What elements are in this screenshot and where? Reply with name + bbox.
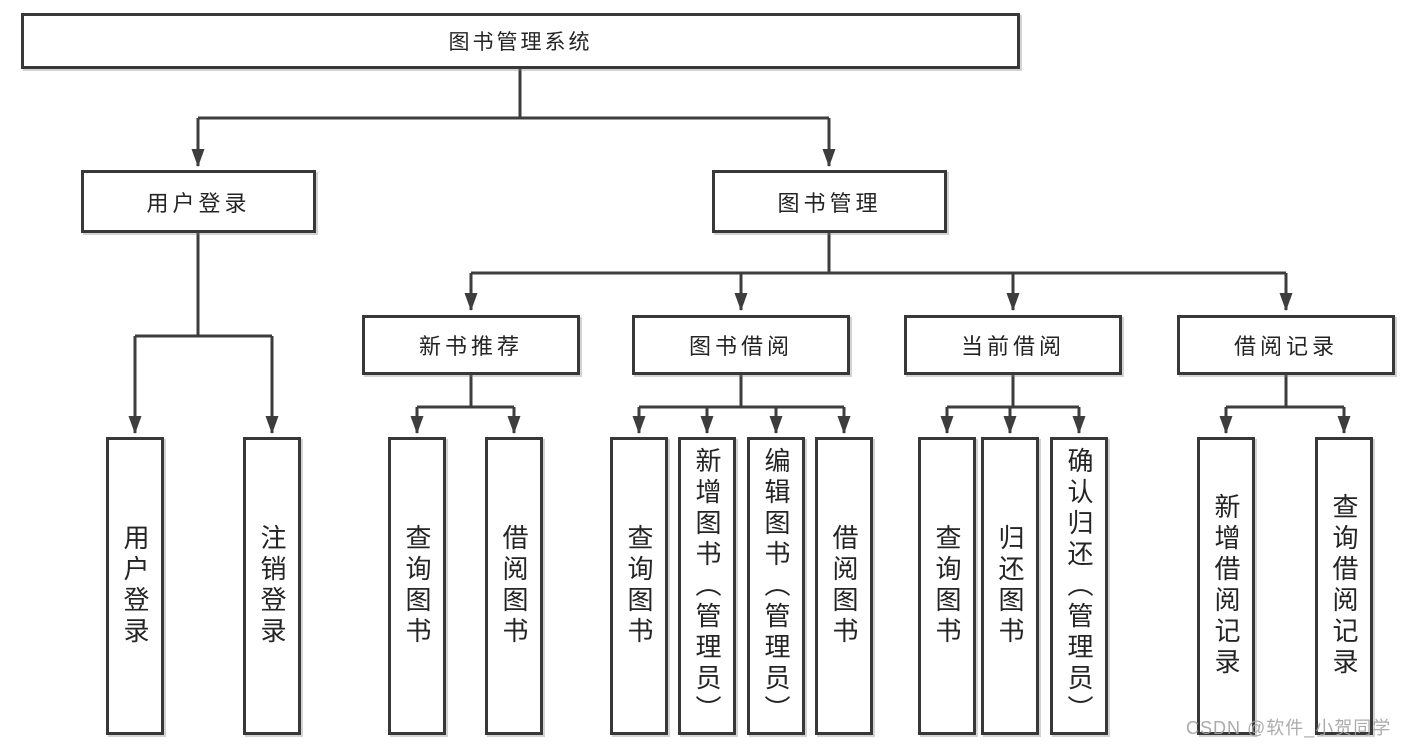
- node-new-book-recommend: 新书推荐: [362, 315, 580, 375]
- node-new-book-recommend-label: 新书推荐: [418, 334, 523, 359]
- leaf-confirm-return-admin-label: 确认归还（管理员）: [1064, 446, 1094, 726]
- node-library-system-label: 图书管理系统: [448, 31, 593, 54]
- leaf-return-books-label: 归还图书: [995, 524, 1025, 648]
- leaf-add-borrow-record-label: 新增借阅记录: [1211, 493, 1241, 679]
- leaf-query-books-borrow-label: 查询图书: [624, 524, 654, 648]
- node-book-borrow: 图书借阅: [632, 315, 850, 375]
- leaf-user-login: 用户登录: [106, 437, 164, 735]
- node-book-management: 图书管理: [712, 170, 947, 233]
- leaf-logout-label: 注销登录: [257, 524, 287, 648]
- node-borrow-records: 借阅记录: [1177, 315, 1395, 375]
- leaf-query-books-current: 查询图书: [918, 437, 976, 735]
- node-book-borrow-label: 图书借阅: [688, 334, 793, 359]
- leaf-borrow-books-borrow: 借阅图书: [815, 437, 873, 735]
- node-library-system: 图书管理系统: [21, 13, 1020, 69]
- leaf-query-books-recommend-label: 查询图书: [402, 524, 432, 648]
- csdn-watermark: CSDN @软件_小贺同学: [1186, 718, 1392, 738]
- leaf-add-borrow-record: 新增借阅记录: [1197, 437, 1255, 735]
- leaf-add-book-admin-label: 新增图书（管理员）: [692, 446, 722, 726]
- leaf-query-books-current-label: 查询图书: [932, 524, 962, 648]
- node-book-management-label: 图书管理: [777, 190, 882, 216]
- leaf-borrow-books-recommend-label: 借阅图书: [499, 524, 529, 648]
- leaf-logout: 注销登录: [243, 437, 301, 735]
- leaf-query-borrow-record: 查询借阅记录: [1315, 437, 1373, 735]
- node-user-login: 用户登录: [81, 170, 316, 233]
- leaf-confirm-return-admin: 确认归还（管理员）: [1050, 437, 1108, 735]
- leaf-query-books-recommend: 查询图书: [388, 437, 446, 735]
- leaf-query-borrow-record-label: 查询借阅记录: [1329, 493, 1359, 679]
- node-borrow-records-label: 借阅记录: [1233, 334, 1338, 359]
- leaf-query-books-borrow: 查询图书: [610, 437, 668, 735]
- leaf-add-book-admin: 新增图书（管理员）: [678, 437, 736, 735]
- leaf-edit-book-admin: 编辑图书（管理员）: [747, 437, 805, 735]
- leaf-borrow-books-borrow-label: 借阅图书: [829, 524, 859, 648]
- leaf-return-books: 归还图书: [981, 437, 1039, 735]
- leaf-user-login-label: 用户登录: [120, 524, 150, 648]
- leaf-edit-book-admin-label: 编辑图书（管理员）: [761, 446, 791, 726]
- node-user-login-label: 用户登录: [146, 190, 251, 216]
- leaf-borrow-books-recommend: 借阅图书: [485, 437, 543, 735]
- node-current-borrow: 当前借阅: [904, 315, 1122, 375]
- node-current-borrow-label: 当前借阅: [960, 334, 1065, 359]
